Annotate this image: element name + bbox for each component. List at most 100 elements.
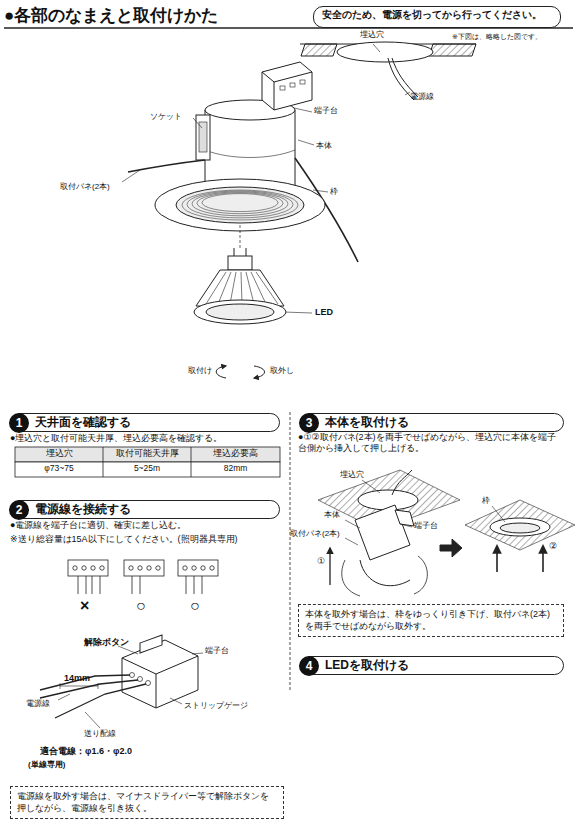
- fixture-body: [176, 187, 304, 223]
- terminal-sketches: [129, 566, 133, 570]
- install-illustration: [342, 556, 428, 596]
- part-label: 取付バネ(2本): [290, 529, 340, 539]
- part-label: ②: [549, 541, 557, 552]
- fixture-body: [196, 115, 210, 160]
- led-lamp: [194, 300, 286, 324]
- spec-table: [15, 447, 280, 477]
- fixture-body: [187, 191, 293, 218]
- fixture-body: [262, 72, 312, 110]
- note-text: 本体を取外す場合は、枠をゆっくり引き下げ、取付バネ(2本)を両手でせばめながら取…: [305, 608, 557, 632]
- terminal-sketches: [68, 560, 218, 594]
- illustration: [4, 28, 575, 728]
- led-lamp: [234, 248, 235, 256]
- note-box: 電源線を取外す場合は、マイナスドライバー等で解除ボタンを押しながら、電源線を引き…: [10, 786, 284, 819]
- ceiling: [301, 44, 337, 56]
- terminal-sketches: [138, 566, 142, 570]
- part-label: 取付け: [188, 366, 212, 376]
- fixture-body: [182, 190, 298, 220]
- install-illustration: [345, 538, 358, 545]
- led-lamp: [251, 272, 266, 304]
- leader-lines: [298, 140, 314, 145]
- terminal-block-detail: [58, 646, 203, 728]
- part-label: 適合電線：φ1.6・φ2.0: [40, 746, 132, 757]
- install-illustration: [496, 546, 498, 572]
- terminal-block-detail: [130, 673, 135, 678]
- note-text: 電源線を取外す場合は、マイナスドライバー等で解除ボタンを押しながら、電源線を引き…: [17, 790, 277, 814]
- rotation-arrow: [254, 366, 265, 378]
- terminal-block-detail: [140, 635, 162, 653]
- safety-notice: 安全のため、電源を切ってから行ってください。: [313, 6, 561, 28]
- part-label: ※下図は、略略した図です。: [452, 33, 542, 42]
- part-label: ●埋込穴と取付可能天井厚、埋込必要高を確認する。: [10, 433, 222, 444]
- leader-lines: [122, 108, 328, 313]
- fixture-body: [155, 179, 325, 231]
- fixture-body: [182, 190, 298, 220]
- table-cell: 5~25m: [103, 463, 191, 474]
- led-lamp: [230, 272, 236, 304]
- terminal-sketches: [68, 560, 108, 576]
- spec-table: [191, 447, 192, 477]
- install-illustration: [358, 490, 418, 510]
- terminal-block-detail: [40, 675, 146, 718]
- install-illustration: [345, 480, 505, 545]
- led-lamp: [256, 272, 278, 304]
- leader-lines: [294, 108, 312, 112]
- install-illustration: [500, 523, 540, 533]
- fixture-body: [199, 122, 207, 152]
- install-illustration: [329, 548, 330, 585]
- terminal-sketches: [82, 566, 86, 570]
- fixture-body: [280, 80, 305, 90]
- terminal-block-detail: [170, 698, 182, 704]
- terminal-block-detail: [122, 656, 198, 708]
- terminal-block-detail: [192, 653, 203, 654]
- spec-table: [15, 462, 280, 477]
- page-title: ●各部のなまえと取付けかた: [4, 4, 218, 27]
- terminal-sketches: [78, 576, 100, 594]
- terminal-block-detail: [55, 684, 146, 718]
- step-title: LEDを取付ける: [325, 657, 409, 674]
- terminal-sketches: [201, 566, 205, 570]
- part-label: 取付バネ(2本): [60, 182, 110, 192]
- note-text: 安全のため、電源を切ってから行ってください。: [322, 8, 552, 22]
- terminal-sketches: [178, 560, 218, 576]
- led-lamp: [241, 272, 242, 304]
- step-header: 3本体を取付ける: [308, 413, 564, 432]
- terminal-block-detail: [60, 683, 61, 689]
- part-label: 解除ボタン: [84, 637, 129, 648]
- part-label: LED: [315, 307, 333, 318]
- led-lamp: [228, 256, 252, 270]
- part-label: 取外し: [270, 366, 294, 376]
- fixture-body: [280, 86, 285, 90]
- terminal-block-detail: [58, 694, 70, 700]
- part-label: 本体: [316, 141, 332, 151]
- led-lamp: [206, 272, 278, 304]
- fixture-body: [128, 62, 358, 262]
- terminal-sketches: [183, 566, 187, 570]
- terminal-block-detail: [130, 673, 151, 686]
- terminal-sketches: [156, 566, 160, 570]
- part-label: (単線専用): [28, 760, 65, 770]
- ceiling: [405, 92, 410, 95]
- fixture-body: [202, 194, 278, 212]
- install-illustration: [400, 524, 412, 527]
- terminal-sketches: [73, 566, 214, 570]
- part-label: 本体: [324, 510, 340, 520]
- ceiling: [429, 44, 476, 56]
- led-lamp: [194, 248, 286, 324]
- terminal-sketches: [186, 576, 202, 594]
- install-illustration: [440, 539, 462, 557]
- part-label: ○: [136, 596, 146, 616]
- table-cell: 82mm: [191, 463, 280, 474]
- terminal-sketches: [100, 566, 104, 570]
- spec-table: [15, 447, 280, 462]
- fixture-body: [240, 225, 241, 248]
- install-illustration: [395, 510, 414, 526]
- part-label: ×: [80, 596, 89, 616]
- install-illustration: [362, 480, 380, 493]
- part-label: ●①②取付バネ(2本)を両手でせばめながら、埋込穴に本体を端子台側から挿入して押…: [298, 432, 564, 455]
- ceiling: [373, 44, 380, 52]
- table-cell: 取付可能天井厚: [103, 448, 191, 459]
- fixture-body: [300, 80, 305, 84]
- fixture-body: [205, 110, 295, 185]
